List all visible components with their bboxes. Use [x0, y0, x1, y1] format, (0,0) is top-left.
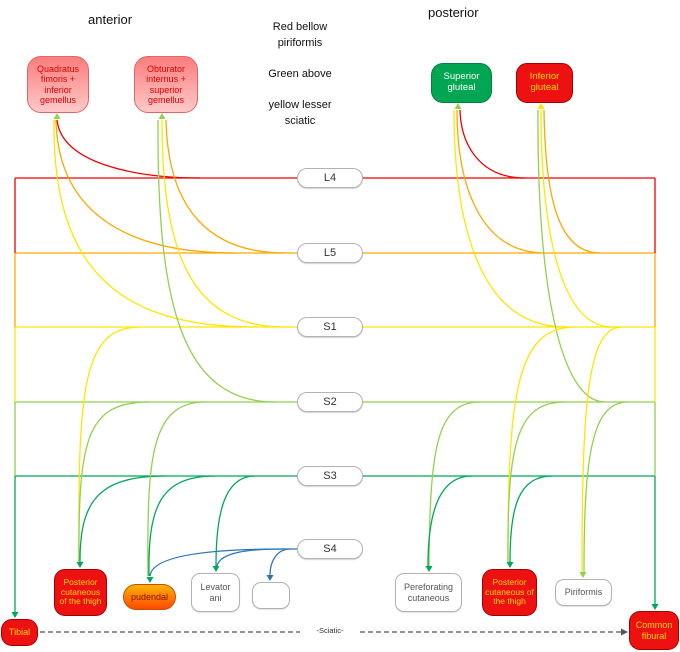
perforating-cutaneous-node: Pereforating cutaneous — [395, 573, 462, 612]
legend-line: Green above — [268, 68, 332, 80]
legend-line: Red bellow — [272, 21, 328, 33]
root-pill-l4: L4 — [297, 168, 363, 188]
legend-line: sciatic — [284, 115, 316, 127]
arrowheads — [11, 103, 659, 618]
piriformis-node: Piriformis — [555, 579, 612, 606]
posterior-cutaneous-right-node: Posterior cutaneous of the thigh — [482, 569, 537, 616]
root-lines — [15, 177, 655, 550]
posterior-cutaneous-left-node: Posterior cutaneous of the thigh — [54, 569, 107, 616]
root-pill-l5: L5 — [297, 243, 363, 263]
superior-gluteal-node: Superior gluteal — [431, 63, 492, 103]
sciatic-label: -Sciatic- — [300, 626, 360, 635]
pudendal-node: pudendal — [123, 584, 176, 610]
branch-curves — [53, 109, 629, 577]
root-pill-s3: S3 — [297, 466, 363, 486]
quadratus-femoris-node: Quadratus fimoris + inferior gemellus — [27, 56, 89, 113]
common-fibular-node: Common fibural — [629, 611, 679, 650]
unlabeled-node — [252, 582, 290, 609]
obturator-internus-node: Obturator internus + superior gemellus — [134, 56, 198, 113]
posterior-label: posterior — [428, 5, 479, 20]
root-pill-s1: S1 — [297, 317, 363, 337]
levator-ani-node: Levator ani — [191, 573, 240, 612]
root-pill-s2: S2 — [297, 392, 363, 412]
legend-line: piriformis — [277, 37, 323, 49]
root-pill-s4: S4 — [297, 539, 363, 559]
inferior-gluteal-node: Inferior gluteal — [516, 63, 573, 103]
anterior-label: anterior — [88, 12, 133, 27]
legend-line: yellow lesser — [268, 99, 332, 111]
tibial-node: Tibial — [1, 619, 38, 646]
